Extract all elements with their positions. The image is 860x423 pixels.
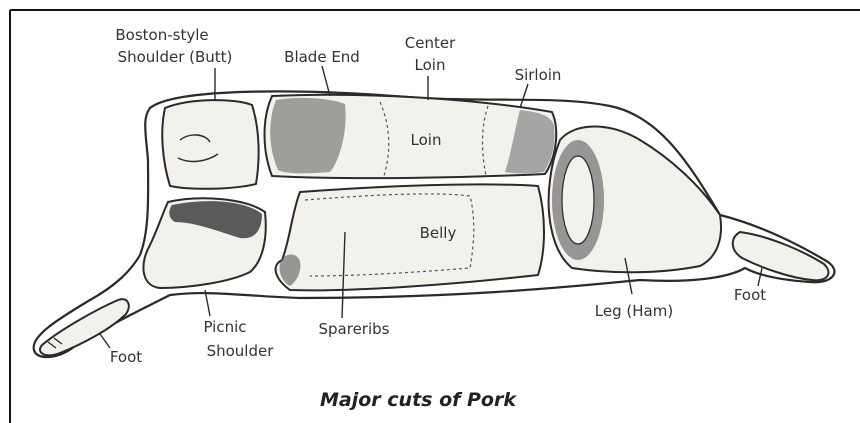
- label-boston-butt-line2: Shoulder (Butt): [118, 48, 233, 66]
- label-spareribs: Spareribs: [319, 320, 390, 338]
- leader-front-foot: [100, 334, 110, 348]
- label-belly: Belly: [420, 224, 457, 242]
- label-sirloin: Sirloin: [515, 66, 562, 84]
- rear-foot-cut: [733, 232, 829, 280]
- label-rear-foot: Foot: [734, 286, 766, 304]
- label-loin: Loin: [411, 131, 442, 149]
- label-center-loin-line1: Center: [405, 34, 456, 52]
- label-leg-ham: Leg (Ham): [595, 302, 673, 320]
- belly-cut: [276, 184, 544, 290]
- blade-end-shading: [270, 98, 345, 173]
- label-center-loin-line2: Loin: [415, 56, 446, 74]
- label-picnic-line2: Shoulder: [207, 342, 275, 360]
- diagram-caption: Major cuts of Pork: [320, 389, 517, 411]
- ham-bone-face: [562, 156, 594, 244]
- label-blade-end: Blade End: [284, 48, 360, 66]
- label-front-foot: Foot: [110, 348, 142, 366]
- boston-butt-cut: [162, 100, 258, 189]
- label-boston-butt-line1: Boston-style: [115, 26, 208, 44]
- leader-sirloin: [520, 84, 528, 108]
- leader-rear-foot: [758, 268, 762, 286]
- label-picnic-line1: Picnic: [203, 318, 246, 336]
